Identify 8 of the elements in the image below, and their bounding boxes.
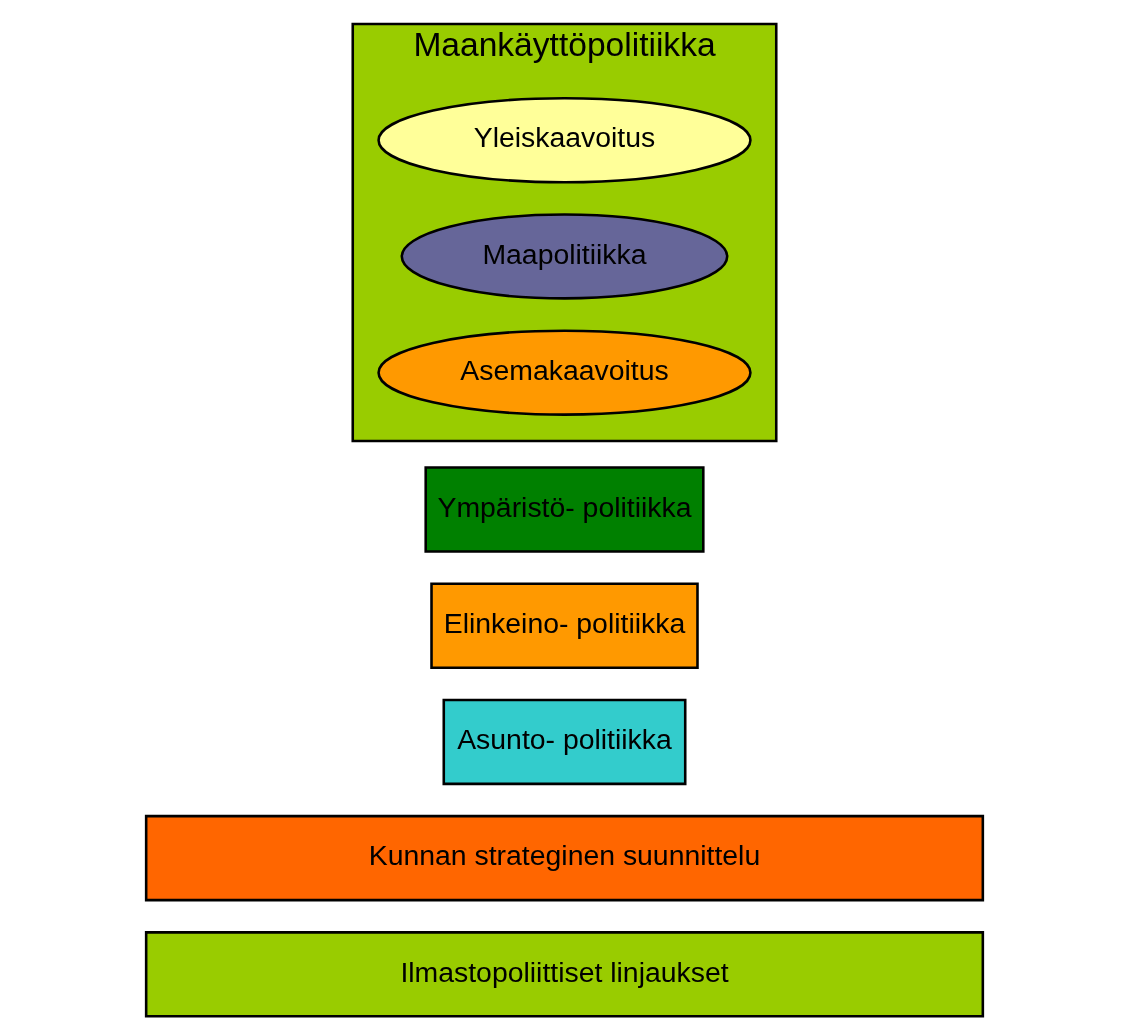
node-box: Kunnan strateginen suunnittelu [144, 814, 984, 902]
node-box: Ilmastopoliittiset linjaukset [144, 931, 984, 1018]
node-box: Elinkeino- politiikka [429, 582, 699, 669]
node-ellipse: Asemakaavoitus [376, 329, 752, 416]
node-ellipse: Maapolitiikka [400, 213, 728, 300]
node-box: Ympäristö- politiikka [423, 466, 705, 553]
node-box: Asunto- politiikka [442, 698, 686, 786]
node-ellipse: Yleiskaavoitus [376, 97, 752, 184]
